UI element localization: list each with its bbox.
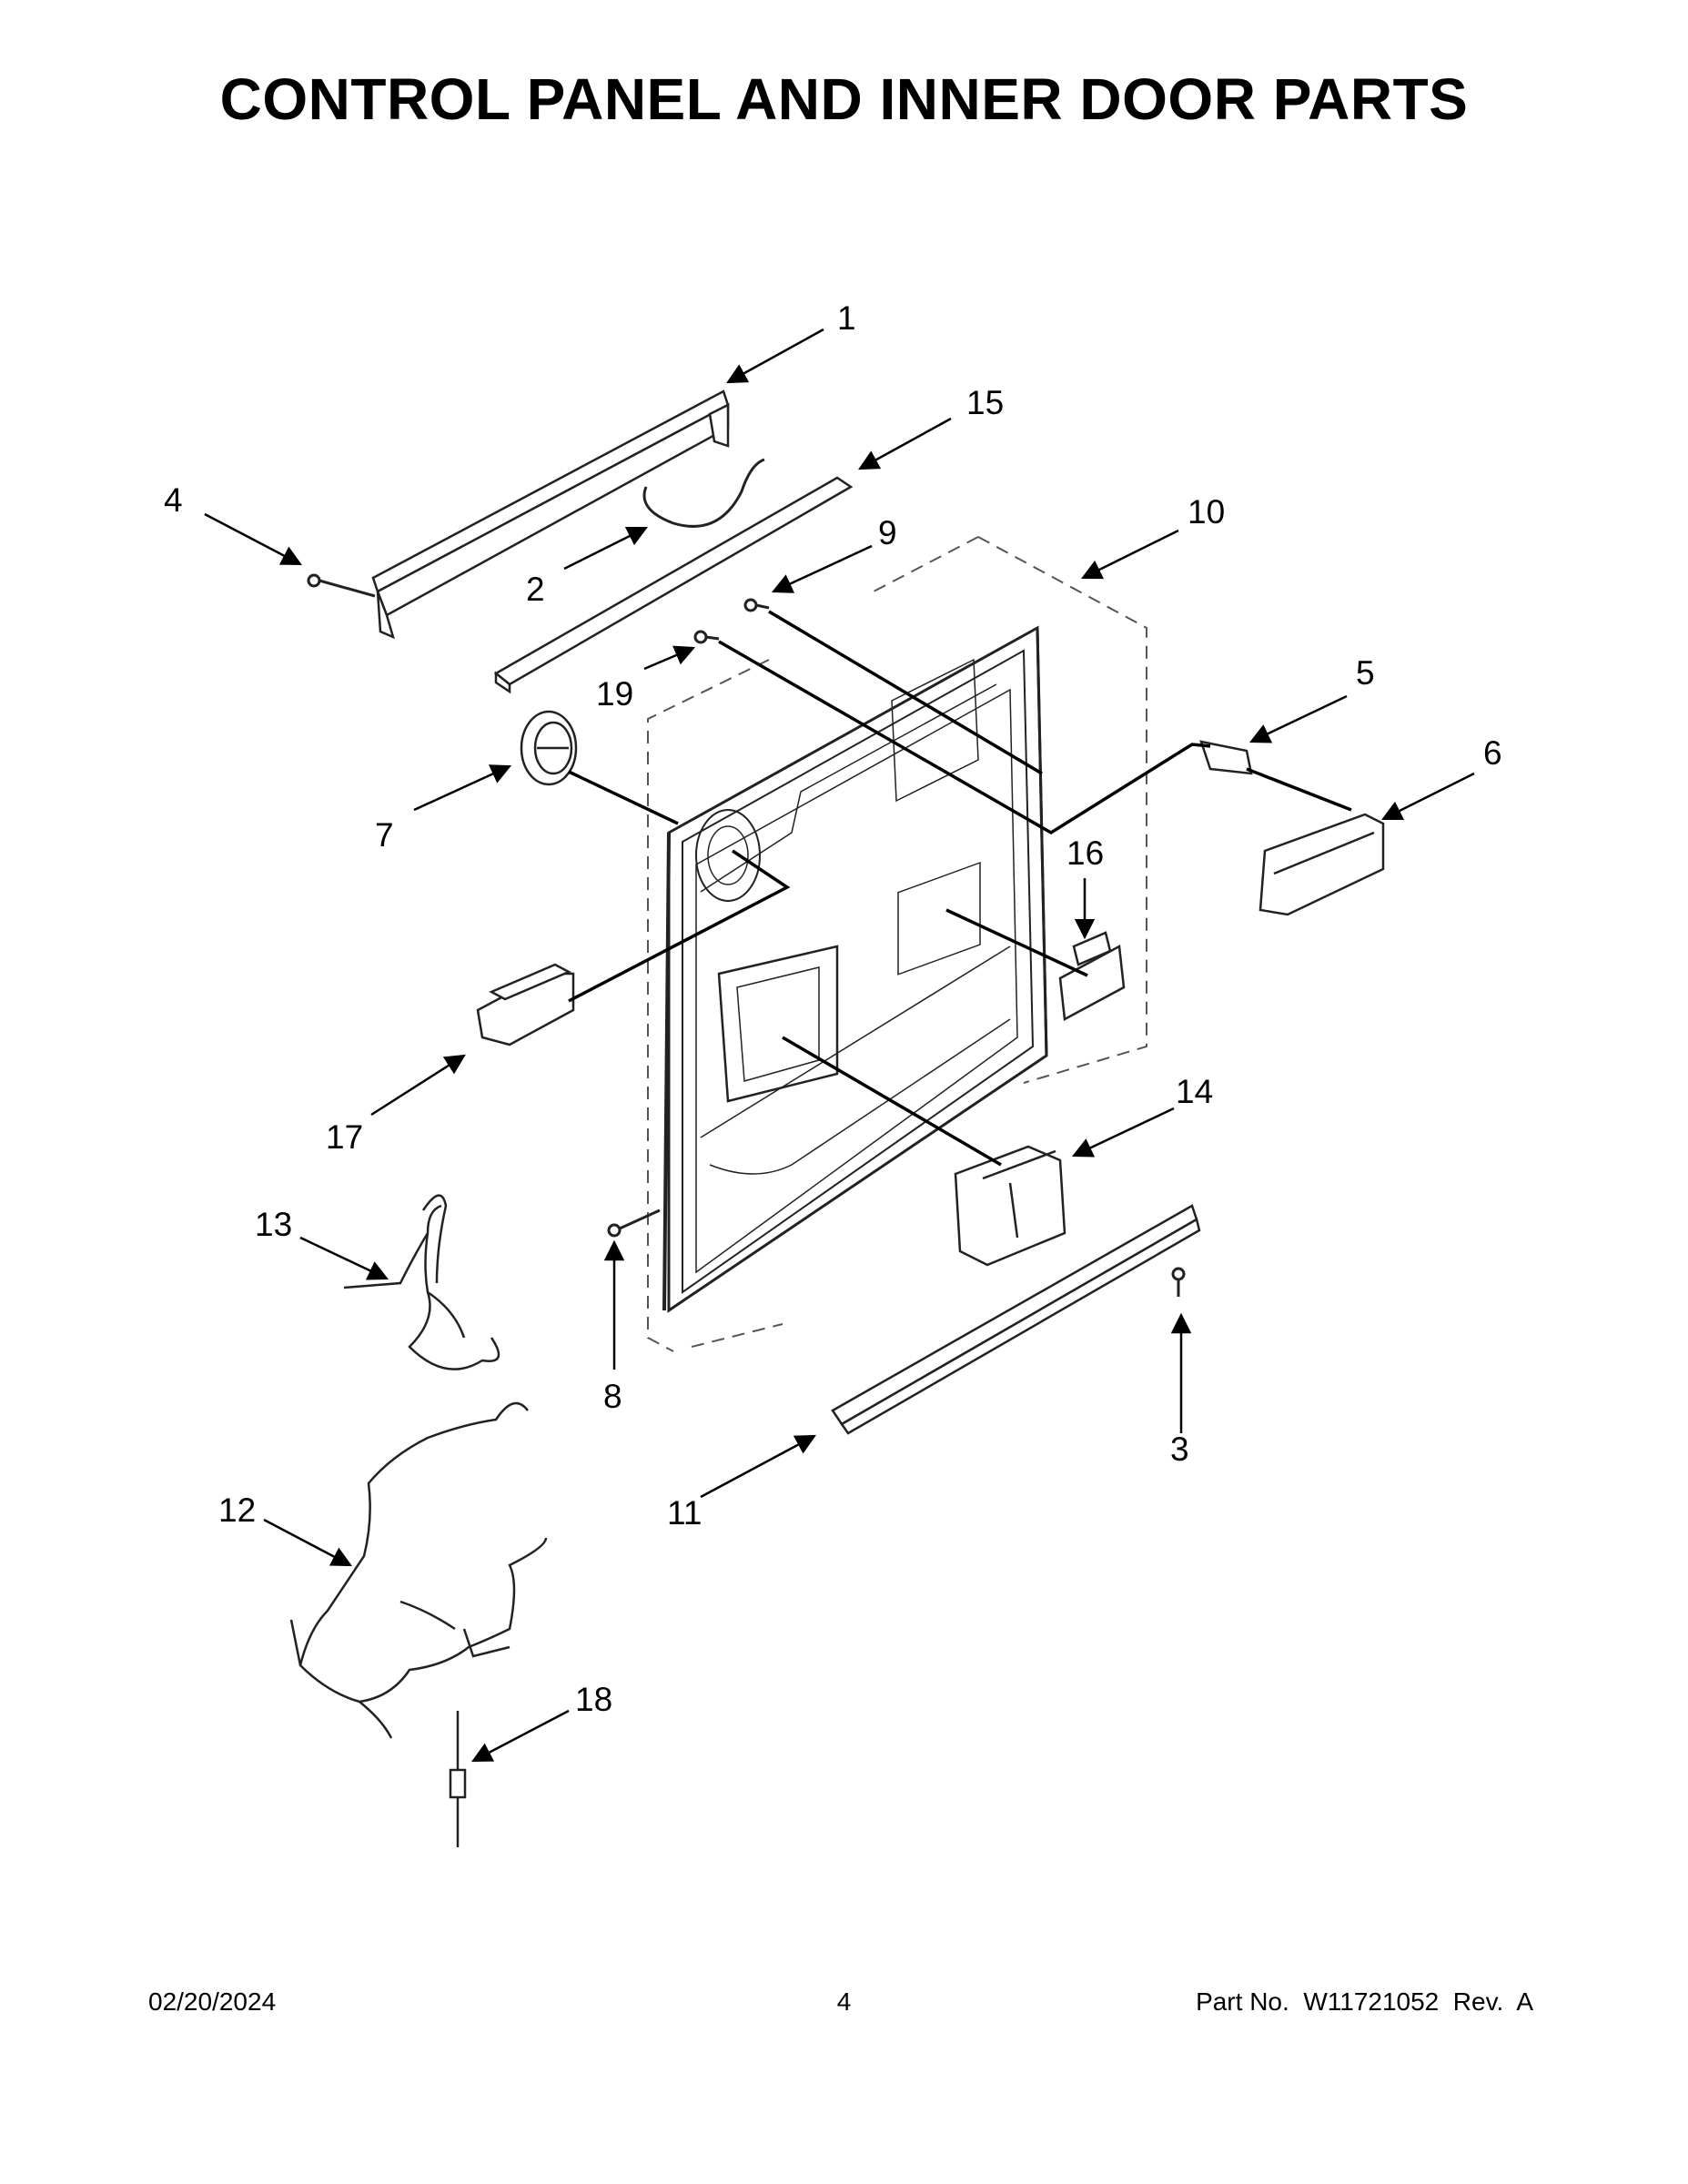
part-5-switch: [1199, 740, 1253, 775]
callout-14: 14: [1176, 1073, 1213, 1110]
callout-17: 17: [326, 1118, 363, 1156]
part-9-screw: [743, 598, 770, 612]
part-6-control-board: [1258, 813, 1385, 916]
page-title: CONTROL PANEL AND INNER DOOR PARTS: [219, 66, 1469, 132]
callout-18: 18: [575, 1681, 612, 1718]
footer-part-number: Part No. W11721052 Rev. A: [1196, 1987, 1533, 2016]
door-assembly-outline: [647, 536, 1147, 1352]
footer-date: 02/20/2024: [148, 1987, 277, 2016]
part-13-wire-harness: [343, 1194, 500, 1370]
callout-arrows: [204, 328, 1475, 1763]
part-4-screw: [307, 573, 376, 598]
part-7-vent: [520, 710, 578, 786]
footer-page-number: 4: [836, 1987, 852, 2016]
part-19-screw: [693, 630, 720, 644]
callout-19: 19: [596, 675, 633, 713]
callout-4: 4: [164, 481, 183, 519]
callout-10: 10: [1188, 493, 1225, 531]
callout-3: 3: [1170, 1431, 1189, 1468]
part-1-control-panel: [371, 389, 730, 640]
part-18-fuse: [449, 1711, 467, 1847]
callout-11: 11: [667, 1494, 702, 1532]
callout-5: 5: [1356, 654, 1375, 692]
part-14-dispenser: [954, 1145, 1066, 1267]
callout-9: 9: [878, 514, 897, 551]
callout-6: 6: [1483, 734, 1502, 772]
part-11-lower-trim: [831, 1204, 1201, 1435]
part-8-screw: [607, 1208, 661, 1238]
leader-lines: [568, 610, 1352, 1167]
part-2-wire: [642, 458, 765, 528]
callout-13: 13: [255, 1206, 292, 1243]
callout-1: 1: [837, 299, 856, 337]
callout-8: 8: [603, 1378, 622, 1415]
callout-15: 15: [966, 384, 1004, 421]
callout-16: 16: [1066, 834, 1104, 872]
part-12-wire-harness: [289, 1401, 548, 1739]
part-3-screw: [1171, 1267, 1186, 1297]
callout-12: 12: [218, 1491, 256, 1529]
part-16-bracket: [1058, 931, 1126, 1021]
callout-2: 2: [526, 571, 545, 608]
part-17-dispenser-housing: [476, 963, 575, 1046]
part-15-gasket-strip: [493, 476, 854, 694]
callout-7: 7: [375, 816, 394, 854]
